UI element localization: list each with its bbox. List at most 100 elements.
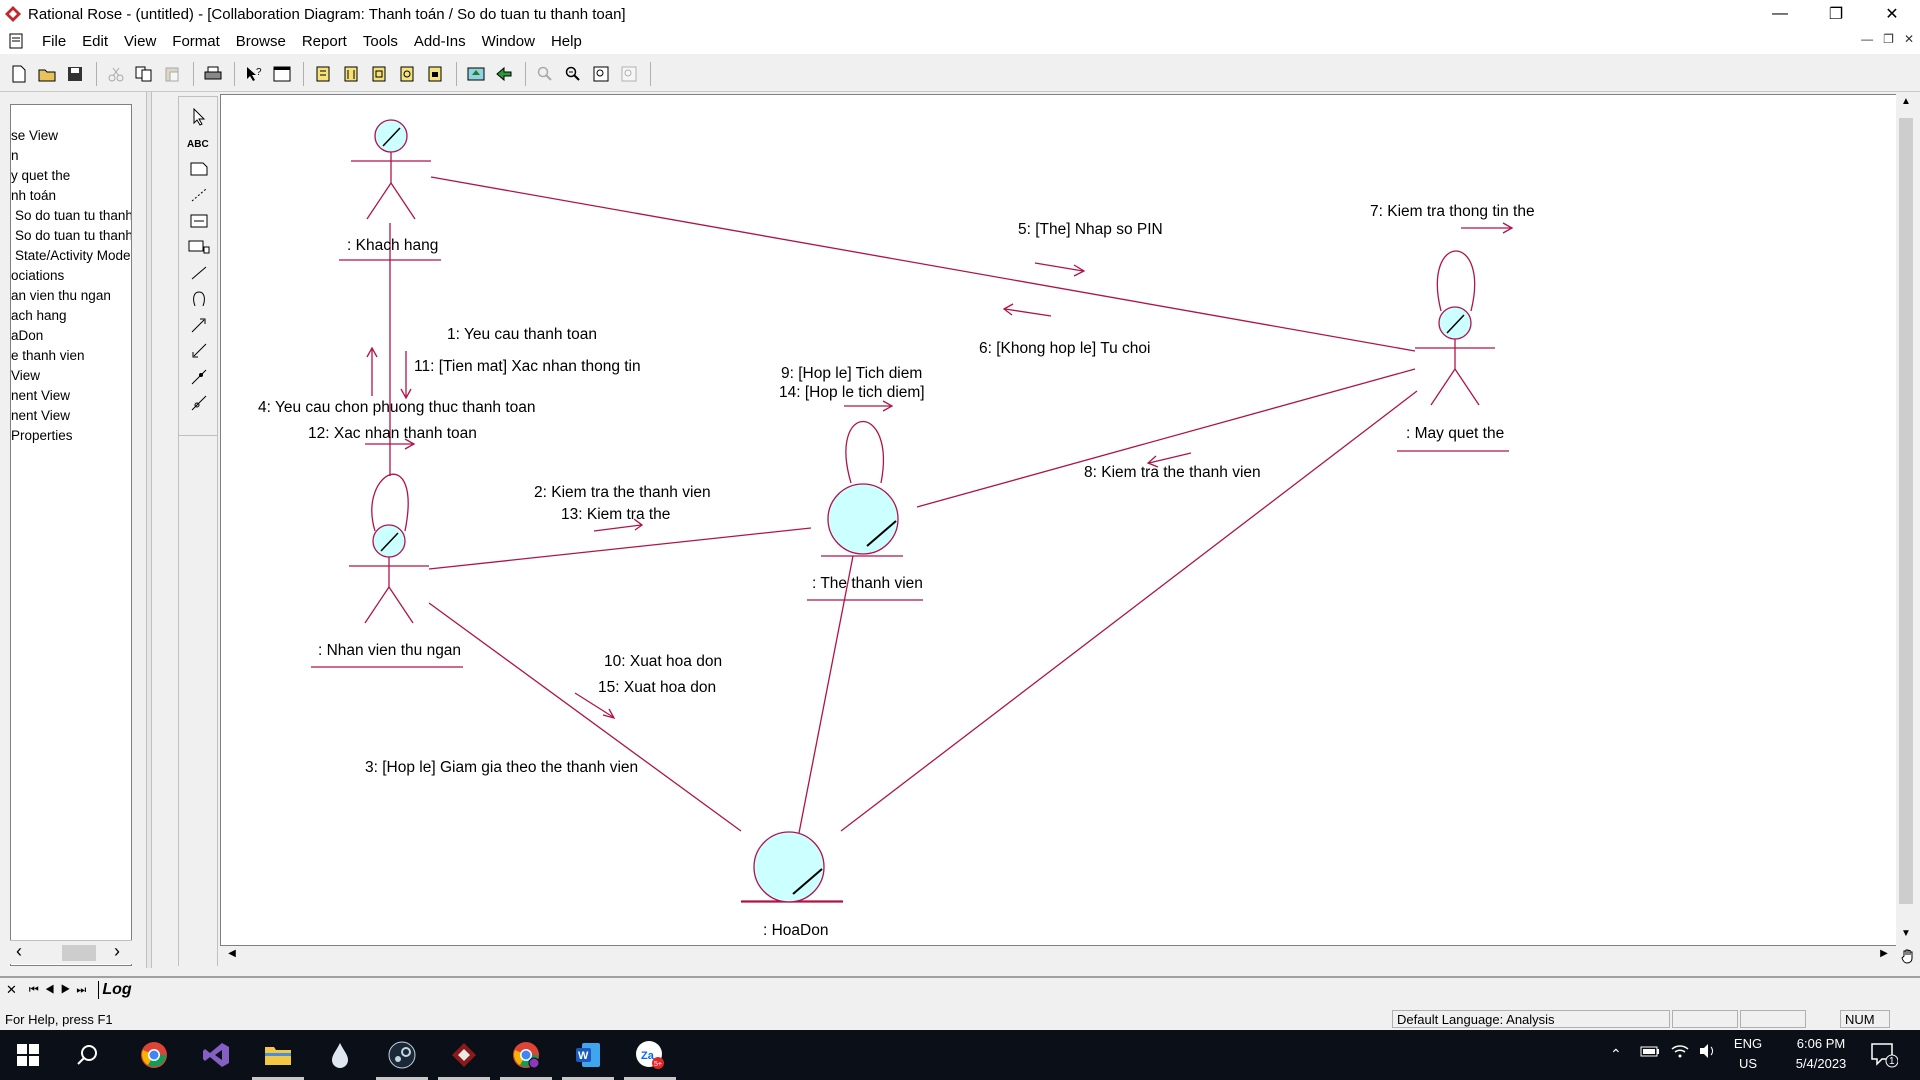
tree-item[interactable]: an vien thu ngan xyxy=(11,288,111,303)
word-icon[interactable]: W xyxy=(572,1039,604,1071)
context-help-icon[interactable]: ? xyxy=(241,61,267,87)
tree-item-diagram[interactable]: State/Activity Mode xyxy=(15,248,131,263)
link-thethanhvien-hoadon[interactable] xyxy=(798,555,854,834)
file-explorer-icon[interactable] xyxy=(262,1039,294,1071)
message-9[interactable]: 9: [Hop le] Tich diem xyxy=(781,365,922,382)
menu-window[interactable]: Window xyxy=(481,32,535,50)
tree-item[interactable]: n xyxy=(11,148,19,163)
minimize-button[interactable]: — xyxy=(1772,5,1788,22)
open-folder-icon[interactable] xyxy=(34,61,60,87)
chrome-profile-icon[interactable] xyxy=(510,1039,542,1071)
visual-studio-icon[interactable] xyxy=(200,1039,232,1071)
message-2[interactable]: 2: Kiem tra the thanh vien xyxy=(534,484,711,501)
selection-tool-icon[interactable] xyxy=(185,105,213,129)
battery-icon[interactable] xyxy=(1640,1044,1660,1064)
browse-parent-icon[interactable] xyxy=(463,61,489,87)
menu-edit[interactable]: Edit xyxy=(82,32,109,50)
actor-nhan-vien-thu-ngan[interactable] xyxy=(349,524,429,624)
link-mayquet-hoadon[interactable] xyxy=(840,390,1418,832)
scroll-left-icon[interactable]: ◀ xyxy=(228,948,236,959)
tree-item[interactable]: nent View xyxy=(11,388,71,403)
message-14[interactable]: 14: [Hop le tich diem] xyxy=(779,384,925,401)
rational-rose-icon[interactable] xyxy=(448,1039,480,1071)
label-nhan-vien-thu-ngan[interactable]: : Nhan vien thu ngan xyxy=(318,642,461,659)
menu-report[interactable]: Report xyxy=(301,32,347,50)
menu-view[interactable]: View xyxy=(124,32,157,50)
link-nhanvien-hoadon[interactable] xyxy=(428,602,742,832)
self-link-nhanvien[interactable] xyxy=(371,473,409,532)
tree-item-diagram[interactable]: So do tuan tu thanh xyxy=(15,208,132,223)
link-message-tool-icon[interactable] xyxy=(185,313,213,337)
log-tab[interactable]: Log xyxy=(98,981,132,999)
browse-class-diagram-icon[interactable] xyxy=(310,61,336,87)
message-15[interactable]: 15: Xuat hoa don xyxy=(598,679,716,696)
message-13[interactable]: 13: Kiem tra the xyxy=(561,506,670,523)
text-box-tool-icon[interactable]: ABC xyxy=(185,131,213,155)
steam-icon[interactable] xyxy=(386,1039,418,1071)
tree-item[interactable]: y quet the xyxy=(11,168,71,183)
zoom-out-icon[interactable] xyxy=(560,61,586,87)
menu-add-ins[interactable]: Add-Ins xyxy=(413,32,466,50)
copy-icon[interactable] xyxy=(131,61,157,87)
tree-item[interactable]: nh toán xyxy=(11,188,57,203)
menu-format[interactable]: Format xyxy=(172,32,220,50)
message-12[interactable]: 12: Xac nhan thanh toan xyxy=(308,425,477,442)
browse-deployment-diagram-icon[interactable] xyxy=(422,61,448,87)
windows-start-icon[interactable] xyxy=(12,1039,44,1071)
anchor-note-tool-icon[interactable] xyxy=(185,183,213,207)
show-hidden-icons-chevron-icon[interactable]: ⌃ xyxy=(1610,1046,1622,1062)
document-icon[interactable] xyxy=(8,33,24,49)
self-link-thethanhvien[interactable] xyxy=(845,420,884,484)
self-link-mayquet[interactable] xyxy=(1436,250,1476,312)
link-nhanvien-thethanhvien[interactable] xyxy=(428,527,812,570)
clock[interactable]: 6:06 PM 5/4/2023 xyxy=(1778,1034,1864,1074)
menu-file[interactable]: File xyxy=(42,32,67,50)
paste-icon[interactable] xyxy=(159,61,185,87)
cut-icon[interactable] xyxy=(103,61,129,87)
scroll-right-icon[interactable]: ▶ xyxy=(1880,948,1888,959)
tree-item[interactable]: ociations xyxy=(11,268,65,283)
view-documentation-icon[interactable] xyxy=(269,61,295,87)
mdi-restore-button[interactable]: ❐ xyxy=(1883,32,1894,46)
data-token-tool-icon[interactable] xyxy=(185,365,213,389)
entity-the-thanh-vien[interactable] xyxy=(821,483,903,557)
print-icon[interactable] xyxy=(200,61,226,87)
tree-item[interactable]: Properties xyxy=(11,428,73,443)
tree-item-use-case-view[interactable]: se View xyxy=(11,128,59,143)
link-khachhang-mayquet[interactable] xyxy=(430,176,1416,352)
entity-hoa-don[interactable] xyxy=(741,831,843,903)
vertical-scroll-thumb[interactable] xyxy=(1899,118,1913,904)
scroll-right-button[interactable]: › xyxy=(114,941,120,961)
tree-item[interactable]: e thanh vien xyxy=(11,348,85,363)
input-language-indicator[interactable]: ENG US xyxy=(1728,1034,1768,1074)
zoom-in-icon[interactable] xyxy=(532,61,558,87)
message-3[interactable]: 3: [Hop le] Giam gia theo the thanh vien xyxy=(365,759,638,776)
canvas-vertical-scrollbar[interactable]: ▲ ▼ xyxy=(1896,94,1916,946)
droplet-app-icon[interactable] xyxy=(324,1039,356,1071)
object-link-tool-icon[interactable] xyxy=(185,261,213,285)
tree-item-diagram[interactable]: So do tuan tu thanh xyxy=(15,228,132,243)
notification-center-icon[interactable]: 1 xyxy=(1870,1042,1899,1074)
scroll-thumb[interactable] xyxy=(62,945,96,961)
label-may-quet-the[interactable]: : May quet the xyxy=(1406,425,1504,442)
message-1[interactable]: 1: Yeu cau thanh toan xyxy=(447,326,597,343)
note-tool-icon[interactable] xyxy=(185,157,213,181)
mdi-minimize-button[interactable]: — xyxy=(1861,32,1874,46)
menu-tools[interactable]: Tools xyxy=(362,32,398,50)
fit-in-window-icon[interactable] xyxy=(588,61,614,87)
volume-icon[interactable] xyxy=(1698,1043,1718,1065)
scroll-down-icon[interactable]: ▼ xyxy=(1901,928,1911,939)
browse-component-diagram-icon[interactable] xyxy=(366,61,392,87)
undo-fit-icon[interactable] xyxy=(616,61,642,87)
close-log-icon[interactable]: ✕ xyxy=(6,982,17,997)
message-5[interactable]: 5: [The] Nhap so PIN xyxy=(1018,221,1163,238)
save-icon[interactable] xyxy=(62,61,88,87)
message-4[interactable]: 4: Yeu cau chon phuong thuc thanh toan xyxy=(258,399,536,416)
browser-horizontal-scrollbar[interactable]: ‹ › xyxy=(10,940,132,964)
label-the-thanh-vien[interactable]: : The thanh vien xyxy=(812,575,923,592)
browse-interaction-diagram-icon[interactable] xyxy=(338,61,364,87)
message-6[interactable]: 6: [Khong hop le] Tu choi xyxy=(979,340,1150,357)
actor-may-quet-the[interactable] xyxy=(1415,306,1495,406)
label-hoa-don[interactable]: : HoaDon xyxy=(763,922,828,939)
